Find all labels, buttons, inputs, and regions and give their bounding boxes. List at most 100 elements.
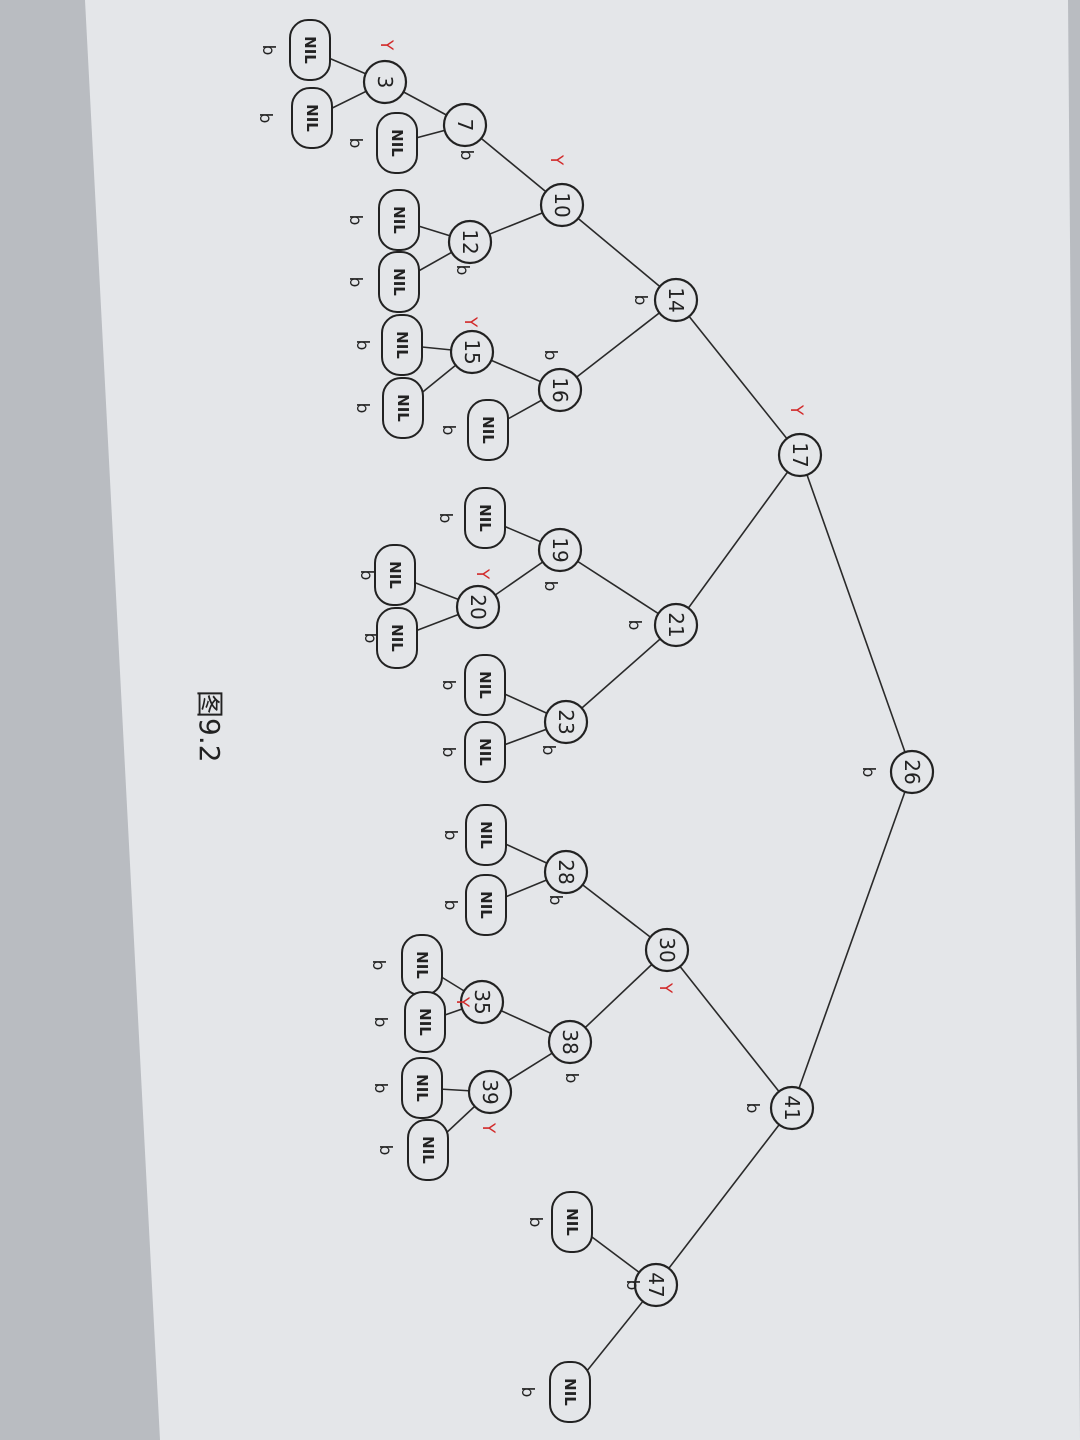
node-color-mark: Y bbox=[376, 39, 396, 51]
nil-color-mark: b bbox=[438, 680, 458, 691]
nil-color-mark: b bbox=[258, 45, 278, 56]
node-key: 15 bbox=[460, 339, 484, 364]
node-key: 16 bbox=[548, 377, 572, 402]
tree-node-26: 26b bbox=[858, 749, 935, 795]
tree-node-15: 15 Y bbox=[449, 316, 495, 375]
node-key: 10 bbox=[550, 192, 574, 217]
nil-label: NIL bbox=[477, 821, 495, 849]
nil-label: NIL bbox=[477, 891, 495, 919]
nil-color-mark: b bbox=[440, 830, 460, 841]
tree-edge bbox=[559, 299, 677, 391]
nil-leaves: NILbNILbNILbNILbNILbNILbNILbNILbNILbNILb… bbox=[255, 19, 593, 1423]
nil-color-mark: b bbox=[360, 633, 380, 644]
tree-node-38: 38 b bbox=[547, 1019, 593, 1084]
node-circle bbox=[362, 59, 408, 105]
node-key: 47 bbox=[644, 1272, 668, 1297]
nil-label: NIL bbox=[390, 268, 408, 296]
tree-edge bbox=[799, 454, 913, 773]
node-key: 39 bbox=[478, 1079, 502, 1104]
node-key: 30 bbox=[655, 937, 679, 962]
nil-box bbox=[551, 1191, 593, 1253]
node-circle bbox=[537, 527, 583, 573]
nil-box bbox=[549, 1361, 591, 1423]
node-color-mark: Y bbox=[655, 982, 675, 994]
node-key: 26 bbox=[900, 759, 924, 784]
nil-color-mark: b bbox=[370, 1083, 390, 1094]
node-circle bbox=[653, 277, 699, 323]
nil-label: NIL bbox=[476, 671, 494, 699]
tree-node-30: 30Y bbox=[644, 927, 690, 994]
tree-edge bbox=[559, 549, 677, 626]
node-color-mark: b bbox=[456, 150, 476, 161]
node-color-mark: Y bbox=[472, 568, 492, 580]
node-color-mark: b bbox=[540, 581, 560, 592]
nil-box bbox=[376, 607, 418, 669]
nil-label: NIL bbox=[390, 206, 408, 234]
node-key: 38 bbox=[558, 1029, 582, 1054]
tree-node-14: 14 b bbox=[630, 277, 699, 323]
node-color-mark: b bbox=[452, 265, 472, 276]
node-circle bbox=[777, 432, 823, 478]
nil-leaf: NIL b bbox=[360, 607, 418, 669]
node-circle bbox=[769, 1085, 815, 1131]
node-color-mark: b bbox=[540, 350, 560, 361]
node-color-mark: Y bbox=[452, 996, 472, 1008]
node-key: 17 bbox=[788, 442, 812, 467]
nil-label: NIL bbox=[413, 1074, 431, 1102]
tree-node-3: 3Y bbox=[362, 39, 408, 105]
nil-color-mark: b bbox=[517, 1387, 537, 1398]
tree-node-19: 19b bbox=[537, 527, 583, 592]
node-color-mark: b bbox=[561, 1073, 581, 1084]
tree-node-10: 10Y bbox=[539, 154, 585, 228]
nil-box bbox=[378, 251, 420, 313]
nil-label: NIL bbox=[386, 561, 404, 589]
nil-leaf: NIL b bbox=[438, 399, 509, 461]
node-key: 14 bbox=[664, 287, 688, 312]
node-color-mark: b bbox=[742, 1103, 762, 1114]
nil-box bbox=[374, 544, 416, 606]
node-circle bbox=[467, 1069, 513, 1115]
tree-node-28: 28b bbox=[543, 849, 589, 906]
nil-box bbox=[465, 874, 507, 936]
nil-box bbox=[382, 377, 424, 439]
nil-box bbox=[464, 487, 506, 549]
nil-leaf: NIL b bbox=[356, 544, 416, 606]
nil-label: NIL bbox=[394, 394, 412, 422]
node-circle bbox=[644, 927, 690, 973]
node-key: 12 bbox=[458, 229, 482, 254]
tree-node-20: 20Y bbox=[455, 568, 501, 630]
node-circle bbox=[633, 1262, 679, 1308]
node-color-mark: Y bbox=[460, 316, 480, 328]
node-color-mark: Y bbox=[478, 1122, 498, 1134]
nil-label: NIL bbox=[413, 951, 431, 979]
nil-leaf: NIL b bbox=[258, 19, 331, 81]
nil-color-mark: b bbox=[255, 113, 275, 124]
nil-color-mark: b bbox=[440, 900, 460, 911]
node-color-mark: b bbox=[624, 620, 644, 631]
nil-color-mark: b bbox=[356, 570, 376, 581]
node-color-mark: b bbox=[630, 295, 650, 306]
nil-color-mark: b bbox=[438, 425, 458, 436]
tree-edge bbox=[569, 949, 668, 1043]
nil-color-mark: b bbox=[352, 403, 372, 414]
nil-label: NIL bbox=[563, 1208, 581, 1236]
nil-color-mark: b bbox=[368, 960, 388, 971]
node-color-mark: b bbox=[545, 895, 565, 906]
nil-label: NIL bbox=[388, 624, 406, 652]
tree-edge bbox=[565, 624, 677, 723]
tree-node-17: 17Y bbox=[777, 404, 823, 478]
node-circle bbox=[455, 584, 501, 630]
node-color-mark: b bbox=[622, 1280, 642, 1291]
node-circle bbox=[653, 602, 699, 648]
tree-edge bbox=[791, 771, 913, 1109]
nil-label: NIL bbox=[479, 416, 497, 444]
tree-node-41: 41b bbox=[742, 1085, 815, 1131]
nil-label: NIL bbox=[301, 36, 319, 64]
nil-leaf: NIL b bbox=[440, 874, 507, 936]
node-circle bbox=[459, 979, 505, 1025]
tree-nodes: 26b17Y41b14b21b30Y47b10Y16b19b23b28b38b7… bbox=[362, 39, 935, 1308]
nil-leaf: NIL b bbox=[440, 804, 507, 866]
